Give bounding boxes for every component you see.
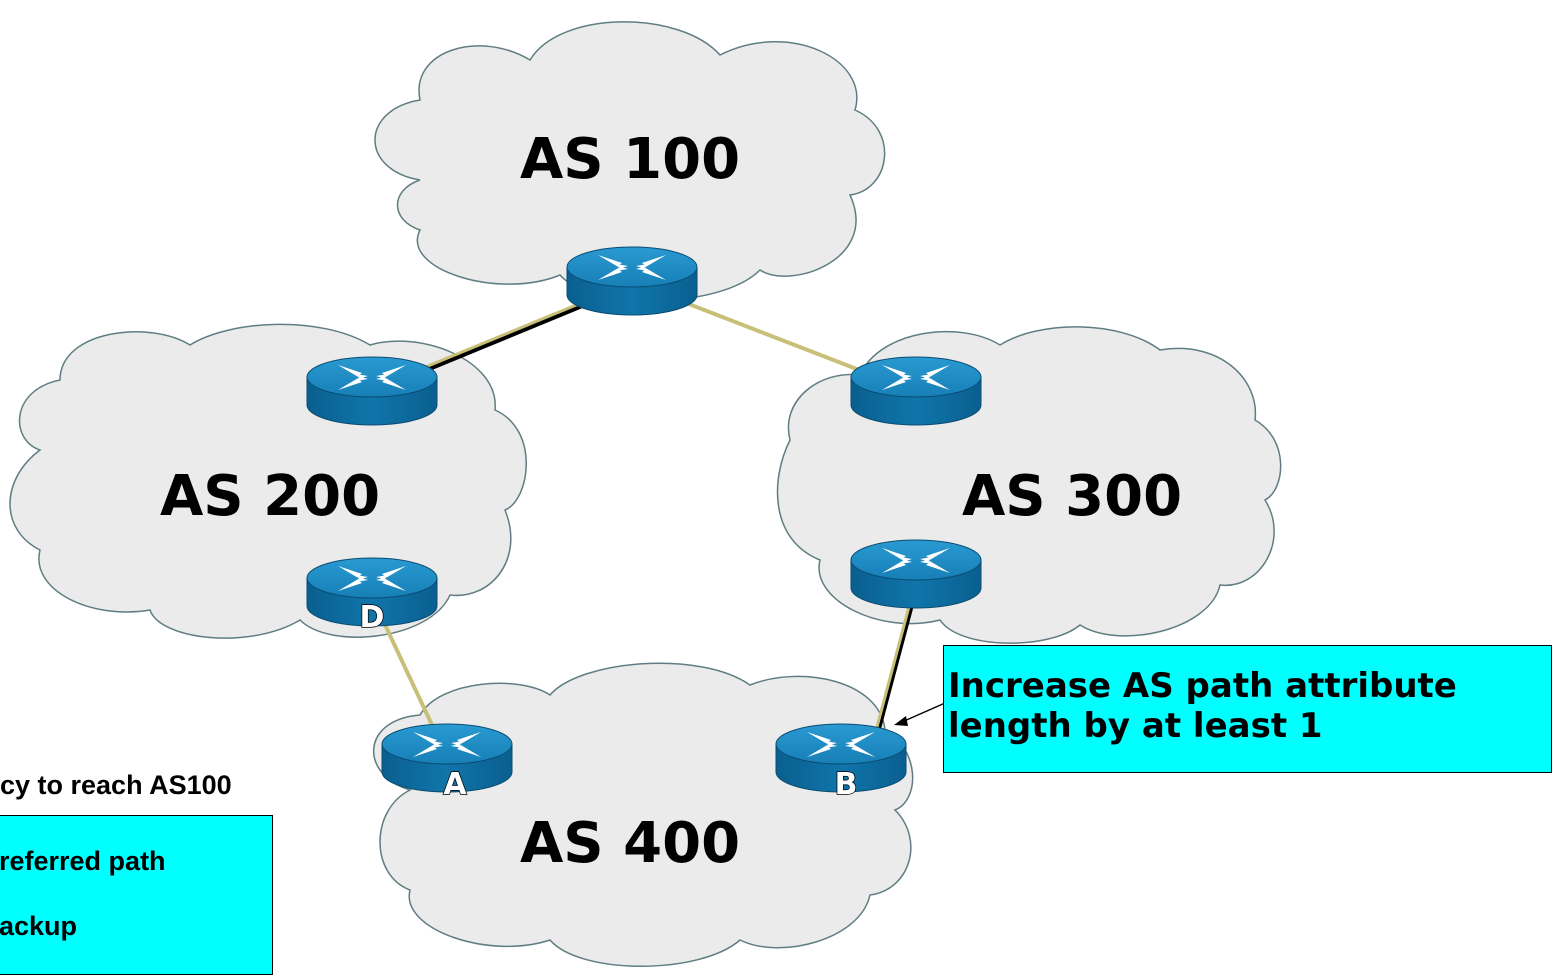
router-as200-top <box>306 356 438 426</box>
callout-line-1: Increase AS path attribute <box>948 666 1457 706</box>
router-as300-bottom <box>850 539 982 609</box>
callout-line-2: length by at least 1 <box>948 706 1323 746</box>
preferred-path-text: referred path <box>0 846 166 876</box>
router-a-label: A <box>443 767 467 802</box>
as300-label: AS 300 <box>962 464 1182 529</box>
path-preference-callout: referred path ackup <box>0 815 273 975</box>
as200-label: AS 200 <box>160 464 380 529</box>
backup-text: ackup <box>0 911 78 941</box>
router-as300-top <box>850 356 982 426</box>
router-b-label: B <box>835 767 858 802</box>
router-d-label: D <box>360 600 385 635</box>
as-path-prepend-callout: Increase AS path attribute length by at … <box>943 645 1552 773</box>
cloud-as100 <box>374 21 886 302</box>
policy-note: cy to reach AS100 <box>0 770 232 800</box>
callout-arrow <box>894 702 946 726</box>
as400-label: AS 400 <box>520 811 740 876</box>
as100-label: AS 100 <box>520 127 740 192</box>
router-as100 <box>566 246 698 316</box>
